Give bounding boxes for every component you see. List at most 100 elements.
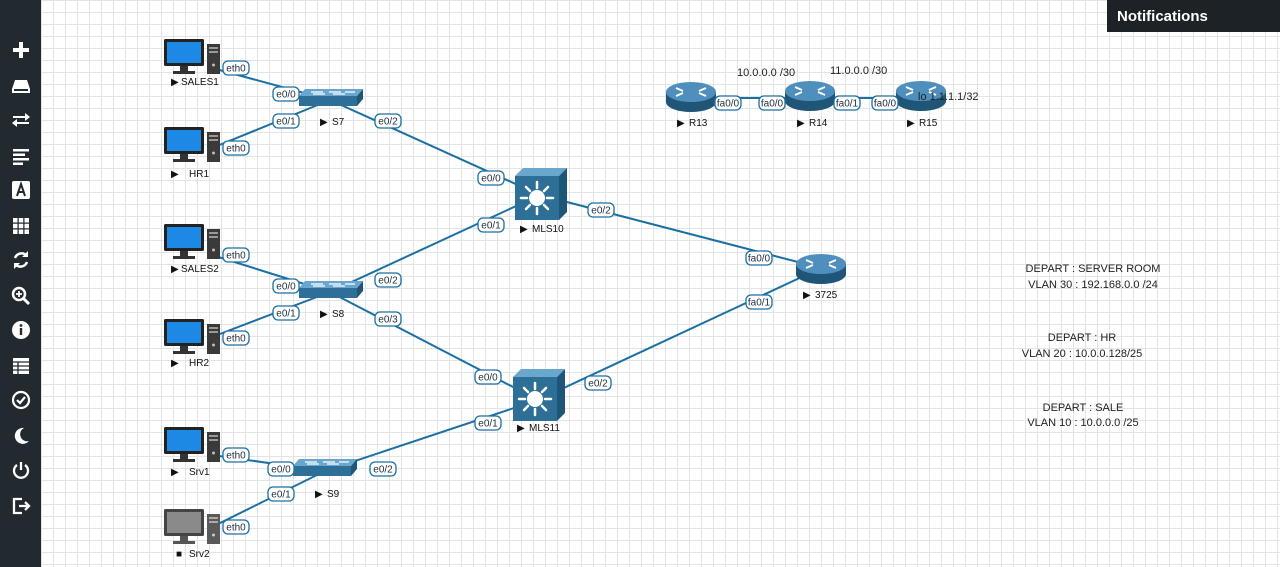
stop-icon: ■ [176, 549, 182, 560]
iface-s7-e01: e0/1 [272, 113, 300, 129]
sale-vlan-text: VLAN 10 : 10.0.0.0 /25 [1027, 417, 1138, 429]
iface-hr2-eth0: eth0 [222, 330, 250, 346]
play-icon: ▶ [171, 169, 179, 180]
iface-text: eth0 [226, 144, 246, 155]
node-srv1[interactable]: ▶ Srv1 [164, 427, 220, 478]
iface-sales2-eth0: eth0 [222, 247, 250, 263]
node-s7[interactable]: ▶ S7 [298, 88, 364, 128]
zoom-icon[interactable] [0, 280, 41, 312]
topology-canvas[interactable]: ▶ SALES1 ▶ HR1 ▶ SALES2 ▶ HR2 ▶ Srv1 ■ S… [41, 0, 1280, 567]
link-s9-mls11 [324, 399, 539, 472]
iface-text: e0/2 [378, 117, 398, 128]
iface-text: e0/2 [591, 206, 611, 217]
text-icon[interactable] [0, 174, 41, 206]
iface-text: fa0/0 [874, 99, 897, 110]
link-hr1-s7 [211, 99, 331, 149]
play-icon: ▶ [171, 77, 179, 88]
refresh-icon[interactable] [0, 244, 41, 276]
iface-mls10-e02: e0/2 [587, 202, 615, 218]
iface-text: e0/1 [276, 117, 296, 128]
link-s8-mls11 [329, 291, 539, 401]
node-label: MLS11 [529, 423, 560, 434]
grid-icon[interactable] [0, 210, 41, 242]
iface-text: fa0/0 [717, 99, 740, 110]
annotations: 10.0.0.0 /30 11.0.0.0 /30 lo 1.1.1.1/32 … [737, 65, 1160, 429]
iface-text: fa0/0 [761, 99, 784, 110]
node-r14[interactable]: ▶ R14 [784, 80, 836, 129]
transfer-icon[interactable] [0, 104, 41, 136]
check-icon[interactable] [0, 384, 41, 416]
node-3725[interactable]: ▶ 3725 [795, 253, 847, 301]
iface-srv1-eth0: eth0 [222, 447, 250, 463]
play-icon: ▶ [171, 264, 179, 275]
network-label-2: 11.0.0.0 /30 [830, 65, 887, 77]
node-label: R14 [809, 118, 828, 129]
play-icon: ▶ [320, 309, 328, 320]
iface-s9-e02: e0/2 [369, 461, 397, 477]
moon-icon[interactable] [0, 420, 41, 452]
iface-s8-e00: e0/0 [272, 278, 300, 294]
logout-icon[interactable] [0, 490, 41, 522]
iface-text: e0/1 [478, 419, 498, 430]
node-label: SALES2 [181, 264, 219, 275]
iface-r14-fa00: fa0/0 [758, 95, 786, 111]
info-icon[interactable] [0, 314, 41, 346]
iface-text: fa0/0 [748, 254, 771, 265]
node-mls11[interactable]: ▶ MLS11 [511, 367, 567, 434]
play-icon: ▶ [907, 118, 915, 129]
iface-text: e0/0 [276, 90, 296, 101]
play-icon: ▶ [520, 224, 528, 235]
node-label: SALES1 [181, 77, 219, 88]
node-s8[interactable]: ▶ S8 [298, 280, 364, 320]
iface-text: eth0 [226, 334, 246, 345]
node-s9[interactable]: ▶ S9 [292, 458, 358, 500]
node-r13[interactable]: ▶ R13 [665, 81, 717, 129]
iface-text: eth0 [226, 451, 246, 462]
topology-svg: ▶ SALES1 ▶ HR1 ▶ SALES2 ▶ HR2 ▶ Srv1 ■ S… [164, 39, 1160, 560]
sidebar [0, 0, 41, 567]
iface-r15-fa00: fa0/0 [871, 95, 899, 111]
play-icon: ▶ [315, 489, 323, 500]
iface-hr1-eth0: eth0 [222, 140, 250, 156]
network-label-1: 10.0.0.0 /30 [737, 67, 795, 79]
iface-text: e0/0 [478, 373, 498, 384]
server-depart-text: DEPART : SERVER ROOM [1026, 263, 1161, 275]
add-icon[interactable] [0, 34, 41, 66]
server-vlan-text: VLAN 30 : 192.168.0.0 /24 [1028, 279, 1158, 291]
iface-text: fa0/1 [748, 298, 771, 309]
iface-text: fa0/1 [836, 99, 859, 110]
iface-mls10-e01: e0/1 [477, 217, 505, 233]
node-srv2[interactable]: ■ Srv2 [164, 509, 220, 560]
iface-r14-fa01: fa0/1 [833, 95, 861, 111]
play-icon: ▶ [171, 467, 179, 478]
node-hr2[interactable]: ▶ HR2 [164, 319, 220, 369]
iface-r3725-fa01: fa0/1 [745, 294, 773, 310]
iface-text: e0/1 [481, 221, 501, 232]
list-icon[interactable] [0, 140, 41, 172]
node-hr1[interactable]: ▶ HR1 [164, 127, 220, 180]
node-label: Srv1 [189, 467, 210, 478]
iface-s8-e01: e0/1 [272, 305, 300, 321]
notifications-panel[interactable]: Notifications [1107, 0, 1280, 32]
drive-icon[interactable] [0, 70, 41, 102]
node-label: HR2 [189, 358, 209, 369]
node-r15[interactable]: ▶ R15 [895, 80, 947, 129]
power-icon[interactable] [0, 454, 41, 486]
node-mls10[interactable]: ▶ MLS10 [513, 166, 569, 235]
hr-vlan-text: VLAN 20 : 10.0.0.128/25 [1022, 348, 1142, 360]
iface-s7-e02: e0/2 [374, 113, 402, 129]
iface-text: e0/1 [276, 309, 296, 320]
iface-mls10-e00: e0/0 [477, 170, 505, 186]
iface-text: e0/0 [481, 174, 501, 185]
iface-mls11-e00: e0/0 [474, 369, 502, 385]
iface-mls11-e02: e0/2 [584, 375, 612, 391]
iface-text: eth0 [226, 251, 246, 262]
hr-depart-text: DEPART : HR [1048, 332, 1117, 344]
iface-text: e0/0 [276, 282, 296, 293]
iface-s8-e02: e0/2 [374, 272, 402, 288]
node-sales1[interactable]: ▶ SALES1 [164, 39, 220, 88]
node-sales2[interactable]: ▶ SALES2 [164, 224, 220, 275]
table-icon[interactable] [0, 350, 41, 382]
link-hr2-s8 [211, 291, 331, 338]
iface-s9-e01: e0/1 [267, 486, 295, 502]
